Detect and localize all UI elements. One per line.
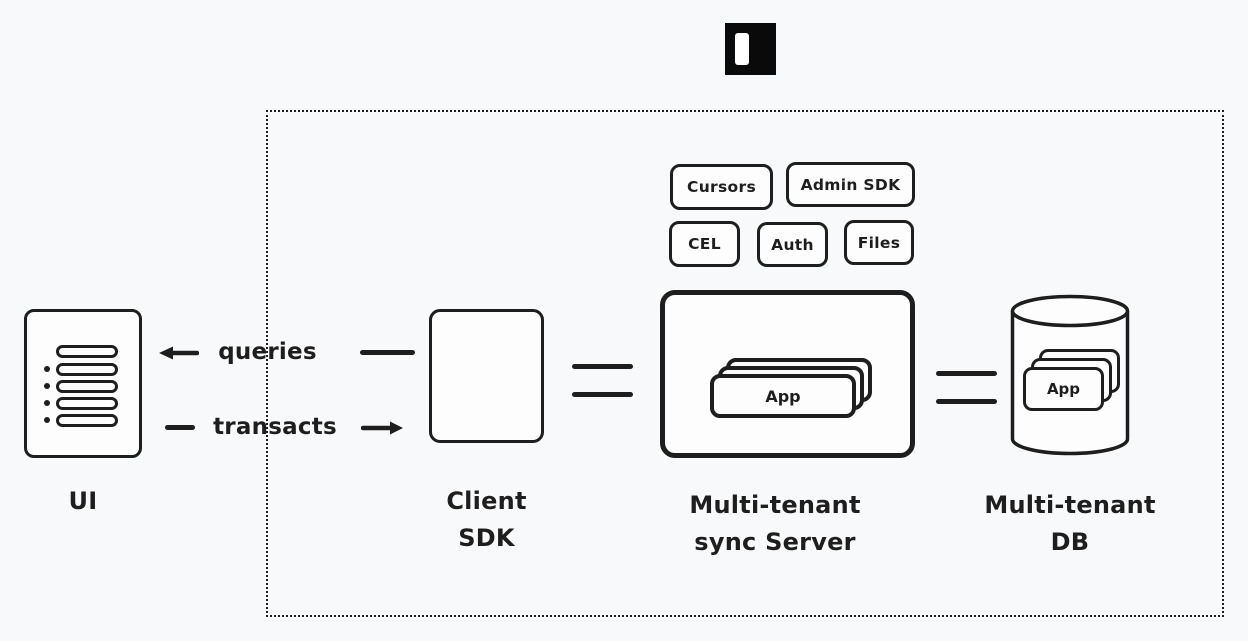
sync-link-line: [572, 364, 633, 369]
db-label: Multi-tenant DB: [982, 487, 1158, 561]
backend-boundary-frame: [266, 110, 1224, 617]
db-link-line: [936, 371, 997, 376]
sync-server-label-line2: sync Server: [694, 528, 856, 556]
client-sdk-node: [429, 309, 544, 443]
db-link-line: [936, 399, 997, 404]
sync-server-node: App: [660, 290, 915, 458]
db-app-card-front: App: [1023, 367, 1104, 411]
queries-line-segment: [360, 350, 415, 355]
list-icon-bar: [56, 345, 118, 358]
app-card-front: App: [710, 374, 856, 418]
sync-server-label: Multi-tenant sync Server: [645, 487, 905, 561]
instant-logo-bar: [735, 33, 749, 65]
list-icon-bar: [56, 363, 118, 376]
badge-auth: Auth: [757, 222, 828, 267]
client-sdk-label: Client SDK: [446, 487, 527, 552]
list-icon-bullet: [44, 383, 50, 389]
list-icon-bullet: [44, 366, 50, 372]
db-label-line2: DB: [1050, 528, 1090, 556]
list-icon-bar: [56, 380, 118, 393]
list-icon-bullet: [44, 417, 50, 423]
transacts-line-segment: [165, 425, 195, 430]
queries-arrow-left: [159, 346, 199, 360]
badge-files: Files: [844, 220, 914, 265]
badge-admin-sdk: Admin SDK: [786, 162, 915, 207]
db-label-line1: Multi-tenant: [984, 491, 1156, 519]
queries-edge-label: queries: [218, 339, 317, 365]
instant-logo: [725, 23, 776, 75]
transacts-edge-label: transacts: [213, 414, 337, 440]
list-icon-bar: [56, 414, 118, 427]
ui-label: UI: [68, 487, 98, 515]
sync-server-label-line1: Multi-tenant: [689, 491, 861, 519]
list-icon-bar: [56, 397, 118, 410]
badge-cel: CEL: [669, 221, 740, 267]
badge-cursors: Cursors: [670, 164, 773, 210]
sync-link-line: [572, 392, 633, 397]
transacts-arrow-right: [361, 421, 403, 435]
ui-node: [24, 309, 142, 458]
list-icon-bullet: [44, 400, 50, 406]
